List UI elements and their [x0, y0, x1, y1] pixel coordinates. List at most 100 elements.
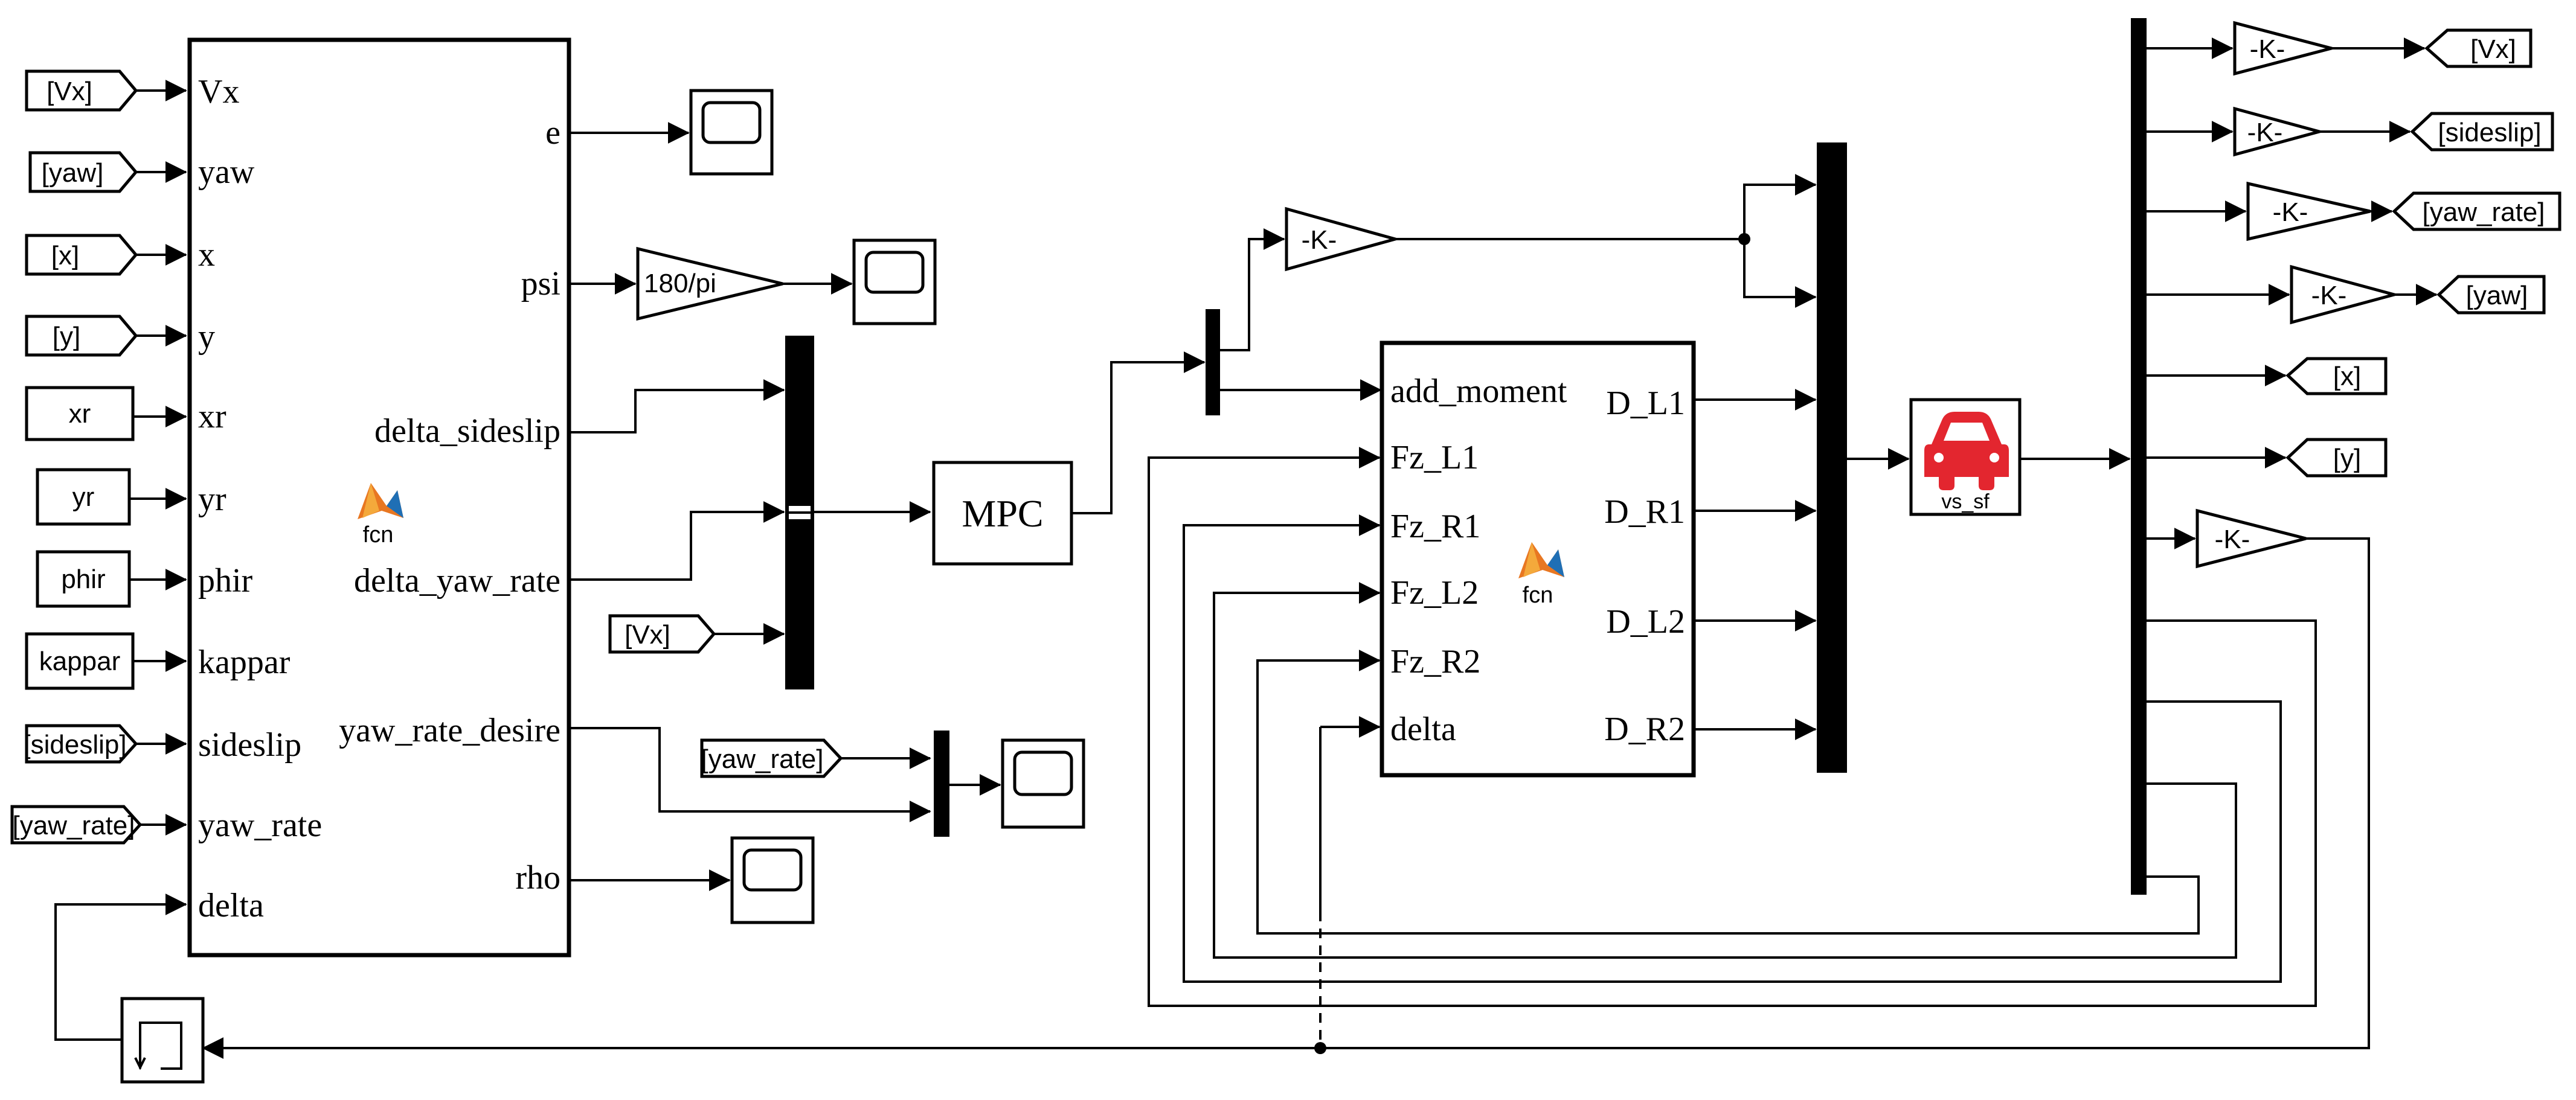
svg-text:[Vx]: [Vx] — [2470, 34, 2516, 64]
goto-tag-yaw-rate[interactable]: [yaw_rate] — [2392, 191, 2562, 231]
svg-text:Vx: Vx — [198, 73, 239, 110]
goto-tag-x[interactable]: [x] — [2285, 357, 2388, 395]
svg-text:phir: phir — [61, 564, 105, 594]
from-tag-y[interactable]: [y] — [25, 315, 138, 357]
matlab-function-icon — [358, 483, 403, 519]
svg-text:D_L2: D_L2 — [1606, 603, 1685, 641]
svg-text:Fz_L1: Fz_L1 — [1390, 439, 1479, 476]
matlab-function-icon — [1518, 542, 1564, 578]
from-tag-vx-mid[interactable]: [Vx] — [608, 614, 716, 654]
svg-text:add_moment: add_moment — [1390, 373, 1567, 410]
svg-text:psi: psi — [521, 265, 560, 302]
svg-text:-K-: -K- — [2273, 197, 2308, 227]
svg-text:Fz_R1: Fz_R1 — [1390, 508, 1480, 545]
svg-text:D_L1: D_L1 — [1606, 385, 1685, 422]
goto-tag-vx[interactable]: [Vx] — [2424, 28, 2533, 68]
svg-text:MPC: MPC — [962, 492, 1043, 535]
goto-tag-yaw[interactable]: [yaw] — [2436, 275, 2546, 315]
svg-text:Fz_L2: Fz_L2 — [1390, 574, 1479, 612]
svg-text:[yaw_rate]: [yaw_rate] — [2423, 197, 2545, 227]
svg-text:[y]: [y] — [2333, 444, 2361, 473]
from-tag-vx[interactable]: [Vx] — [25, 69, 138, 112]
car-icon — [1924, 412, 2009, 490]
memory-delay-block[interactable] — [120, 997, 205, 1084]
gain-k-yaw[interactable]: -K- — [2290, 264, 2400, 325]
svg-text:[x]: [x] — [51, 241, 79, 270]
goto-tag-y[interactable]: [y] — [2285, 438, 2388, 478]
svg-text:-K-: -K- — [1302, 225, 1337, 255]
scope-e[interactable] — [689, 89, 774, 176]
gain-k-sideslip[interactable]: -K- — [2233, 106, 2325, 157]
svg-text:yaw_rate_desire: yaw_rate_desire — [339, 712, 560, 749]
svg-text:Fz_R2: Fz_R2 — [1390, 643, 1480, 680]
mpc-output-wires — [569, 122, 1001, 891]
svg-text:kappar: kappar — [39, 647, 121, 676]
moment-output-wires — [1694, 389, 1817, 740]
svg-text:y: y — [198, 318, 215, 356]
svg-text:delta_yaw_rate: delta_yaw_rate — [354, 562, 560, 600]
from-tag-yaw-rate[interactable]: [yaw_rate] — [10, 805, 143, 845]
svg-text:[Vx]: [Vx] — [625, 620, 670, 650]
mux-mpc-inputs[interactable] — [785, 336, 814, 689]
svg-text:e: e — [545, 114, 560, 152]
svg-text:yaw_rate: yaw_rate — [198, 807, 322, 844]
svg-text:[yaw]: [yaw] — [42, 158, 104, 188]
scope-rho[interactable] — [730, 836, 815, 924]
svg-text:delta: delta — [1390, 711, 1456, 748]
svg-text:[yaw_rate]: [yaw_rate] — [701, 744, 824, 774]
constant-kappar[interactable]: kappar — [25, 632, 135, 690]
gain-180-pi[interactable]: 180/pi — [636, 246, 783, 321]
svg-text:vs_sf: vs_sf — [1941, 490, 1990, 513]
fcn-label: fcn — [363, 522, 394, 548]
svg-text:[Vx]: [Vx] — [47, 77, 92, 106]
from-tag-yaw-rate-mid[interactable]: [yaw_rate] — [700, 738, 843, 778]
gain-k-add-moment[interactable]: -K- — [1285, 206, 1401, 272]
svg-text:[y]: [y] — [53, 322, 80, 351]
mpc-output-wiring — [1071, 174, 1817, 514]
from-tag-x[interactable]: [x] — [25, 234, 138, 276]
gain-k-vx[interactable]: -K- — [2233, 21, 2337, 76]
branch-point-delta — [1314, 1042, 1326, 1054]
svg-text:180/pi: 180/pi — [644, 269, 716, 298]
svg-text:D_R1: D_R1 — [1604, 493, 1685, 531]
moment-matlab-function-block[interactable]: add_moment Fz_L1 Fz_R1 Fz_L2 Fz_R2 delta… — [1380, 341, 1696, 778]
scope-psi[interactable] — [852, 238, 937, 325]
mux-vehicle-input[interactable] — [1817, 142, 1847, 773]
demux-mpc-output[interactable] — [1206, 309, 1220, 415]
svg-text:xr: xr — [198, 398, 226, 435]
svg-text:[sideslip]: [sideslip] — [2438, 118, 2541, 147]
feedback-wires — [202, 447, 2370, 1059]
svg-text:-K-: -K- — [2215, 525, 2250, 554]
svg-text:[sideslip]: [sideslip] — [23, 730, 126, 759]
mpc-block[interactable]: MPC — [932, 461, 1073, 566]
from-tag-yaw[interactable]: [yaw] — [28, 151, 138, 193]
svg-text:[x]: [x] — [2333, 362, 2361, 391]
svg-text:-K-: -K- — [2247, 118, 2283, 147]
svg-text:x: x — [198, 236, 215, 273]
svg-text:delta_sideslip: delta_sideslip — [374, 412, 560, 450]
gain-k-delta[interactable]: -K- — [2195, 508, 2307, 569]
fcn-label: fcn — [1523, 583, 1553, 608]
constant-yr[interactable]: yr — [36, 468, 131, 526]
constant-xr[interactable]: xr — [25, 386, 135, 441]
branch-point-moment — [1738, 233, 1750, 245]
svg-text:yr: yr — [198, 481, 226, 518]
goto-tag-sideslip[interactable]: [sideslip] — [2410, 112, 2554, 152]
constant-phir[interactable]: phir — [36, 550, 131, 608]
demux-vehicle-output[interactable] — [2131, 18, 2147, 895]
vehicle-sfunction-block[interactable]: vs_sf — [1909, 398, 2022, 516]
svg-text:[yaw]: [yaw] — [2466, 281, 2528, 310]
from-tag-sideslip[interactable]: [sideslip] — [23, 724, 138, 764]
svg-text:yaw: yaw — [198, 153, 255, 191]
gain-k-yaw-rate[interactable]: -K- — [2246, 181, 2371, 241]
svg-text:kappar: kappar — [198, 644, 291, 681]
mpc-matlab-function-block[interactable]: Vx yaw x y xr yr phir kappar sideslip ya… — [187, 37, 571, 958]
svg-text:sideslip: sideslip — [198, 726, 301, 764]
mux-yaw-rate[interactable] — [934, 731, 949, 837]
svg-text:delta: delta — [198, 887, 264, 924]
svg-text:[yaw_rate]: [yaw_rate] — [13, 811, 135, 840]
svg-text:-K-: -K- — [2250, 34, 2285, 64]
scope-yaw-rate[interactable] — [1001, 738, 1085, 829]
svg-text:rho: rho — [515, 859, 560, 897]
svg-text:-K-: -K- — [2311, 281, 2347, 310]
